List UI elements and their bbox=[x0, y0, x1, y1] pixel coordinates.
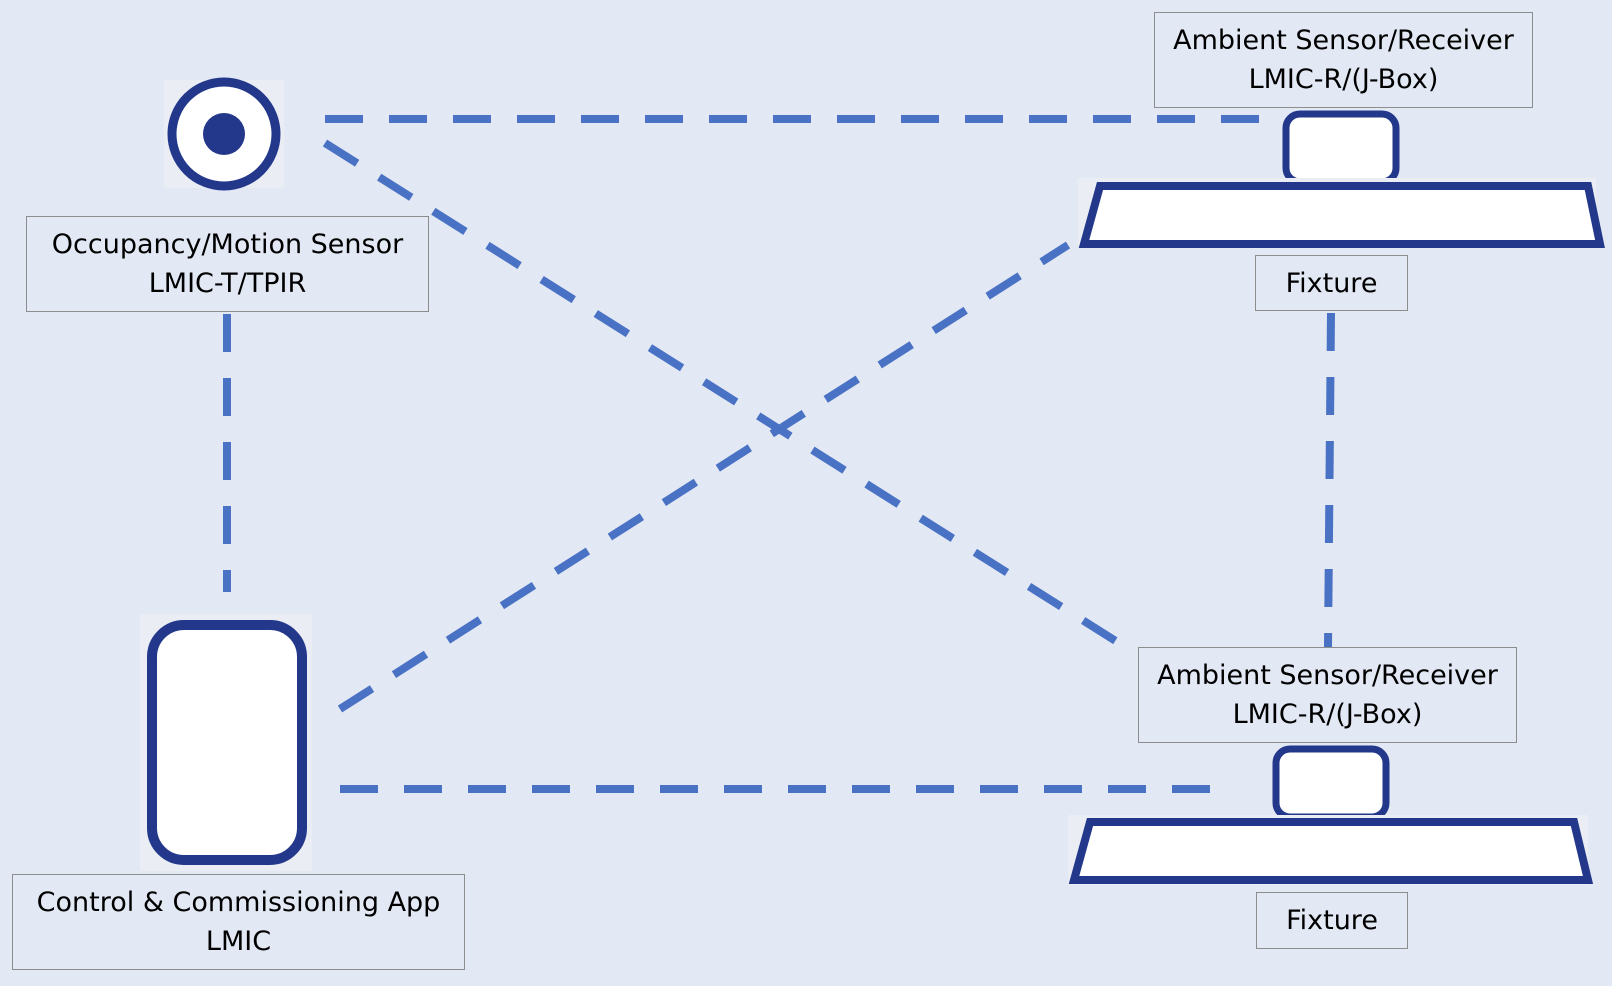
phone-app-icon bbox=[140, 614, 312, 871]
control-app-label: Control & Commissioning App LMIC bbox=[12, 874, 465, 970]
connector-fixture-top-to-ambient-bottom bbox=[1324, 312, 1335, 648]
occupancy-sensor-label: Occupancy/Motion Sensor LMIC-T/TPIR bbox=[26, 216, 429, 312]
fixture-bottom-label: Fixture bbox=[1256, 892, 1408, 949]
connector-app-to-fixture-top bbox=[337, 241, 1071, 713]
light-fixture-icon bbox=[1078, 178, 1605, 248]
ambient-receiver-top-label: Ambient Sensor/Receiver LMIC-R/(J-Box) bbox=[1154, 12, 1533, 108]
ambient-receiver-bottom-model: LMIC-R/(J-Box) bbox=[1232, 699, 1423, 730]
occupancy-sensor-model: LMIC-T/TPIR bbox=[148, 268, 307, 299]
fixture-bottom-text: Fixture bbox=[1286, 905, 1378, 936]
fixture-top-label: Fixture bbox=[1255, 255, 1408, 311]
light-fixture-icon bbox=[1068, 815, 1594, 885]
receiver-box-icon bbox=[1272, 745, 1390, 821]
receiver-box-icon bbox=[1282, 110, 1400, 186]
control-app-model: LMIC bbox=[205, 926, 272, 957]
ambient-receiver-top-model: LMIC-R/(J-Box) bbox=[1248, 64, 1439, 95]
occupancy-sensor-icon bbox=[164, 77, 284, 191]
control-app-title: Control & Commissioning App bbox=[36, 887, 441, 918]
connector-occupancy-to-ambient-bottom bbox=[322, 139, 1133, 654]
ambient-receiver-bottom-title: Ambient Sensor/Receiver bbox=[1157, 660, 1498, 691]
ambient-receiver-bottom-label: Ambient Sensor/Receiver LMIC-R/(J-Box) bbox=[1138, 647, 1517, 743]
occupancy-sensor-title: Occupancy/Motion Sensor bbox=[51, 229, 404, 260]
ambient-receiver-top-title: Ambient Sensor/Receiver bbox=[1173, 25, 1514, 56]
fixture-top-text: Fixture bbox=[1285, 267, 1378, 299]
